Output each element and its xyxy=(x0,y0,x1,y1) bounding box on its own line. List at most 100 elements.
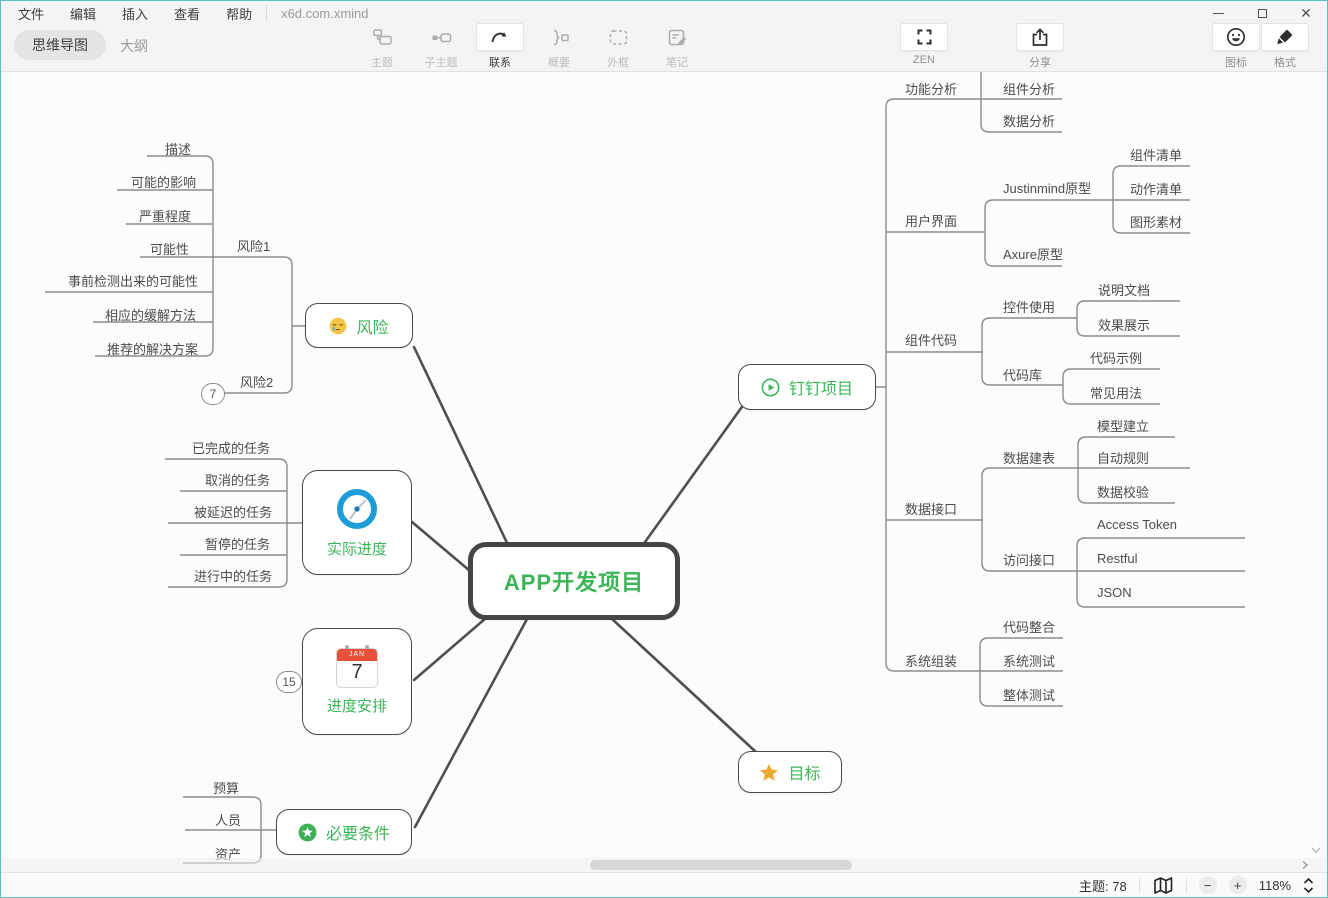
topic-risk-mitigation[interactable]: 相应的缓解方法 xyxy=(105,308,197,323)
topic-personnel[interactable]: 人员 xyxy=(215,813,242,828)
topic-risk-solution[interactable]: 推荐的解决方案 xyxy=(107,342,199,357)
topic-whole-test[interactable]: 整体测试 xyxy=(1003,688,1056,703)
horizontal-scrollbar-thumb[interactable] xyxy=(590,860,852,870)
topic-data-api[interactable]: 数据接口 xyxy=(905,502,958,517)
tab-mindmap-label: 思维导图 xyxy=(32,37,88,53)
scroll-right-arrow-icon[interactable] xyxy=(1300,860,1310,870)
topic-auto-rule[interactable]: 自动规则 xyxy=(1097,451,1150,466)
relationship-button[interactable] xyxy=(476,23,524,51)
window-controls: ✕ xyxy=(1196,0,1328,26)
topic-code-merge[interactable]: 代码整合 xyxy=(1003,620,1056,635)
topic-task-delayed[interactable]: 被延迟的任务 xyxy=(194,505,273,520)
topic-comp-code[interactable]: 组件代码 xyxy=(905,333,958,348)
collapse-badge-schedule[interactable]: 15 xyxy=(276,671,302,693)
summary-button[interactable] xyxy=(535,23,583,51)
topic-schedule-label: 进度安排 xyxy=(326,697,387,715)
topic-common-usage[interactable]: 常见用法 xyxy=(1090,386,1143,401)
menu-help[interactable]: 帮助 xyxy=(226,6,253,22)
topic-prerequisite-label: 必要条件 xyxy=(325,826,390,843)
status-bar: 主题: 78 − + 118% xyxy=(0,872,1328,897)
topic-goal[interactable]: 目标 xyxy=(738,751,842,793)
subtopic-button[interactable] xyxy=(417,23,465,51)
topic-data-check[interactable]: 数据校验 xyxy=(1097,485,1150,500)
topic-control-usage[interactable]: 控件使用 xyxy=(1003,300,1056,315)
calendar-month: JAN xyxy=(337,648,377,661)
topic-data-analysis[interactable]: 数据分析 xyxy=(1003,114,1056,129)
map-overview-icon[interactable] xyxy=(1152,876,1174,895)
badge-count: 15 xyxy=(282,675,296,689)
minimize-icon xyxy=(1212,12,1224,14)
topic-risk-desc[interactable]: 描述 xyxy=(165,142,192,157)
topic-risk2[interactable]: 风险2 xyxy=(240,375,274,390)
menu-file[interactable]: 文件 xyxy=(18,6,45,22)
close-button[interactable]: ✕ xyxy=(1284,0,1328,26)
zoom-in-button[interactable]: + xyxy=(1228,876,1247,894)
zoom-out-button[interactable]: − xyxy=(1198,876,1217,894)
topic-model-build[interactable]: 模型建立 xyxy=(1097,419,1150,434)
topic-task-cancelled[interactable]: 取消的任务 xyxy=(205,473,271,488)
menu-insert[interactable]: 插入 xyxy=(122,6,149,22)
topic-prerequisite[interactable]: 必要条件 xyxy=(276,809,412,855)
topic-effect-show[interactable]: 效果展示 xyxy=(1098,318,1151,333)
central-topic-label: APP开发项目 xyxy=(503,570,645,595)
zoom-level: 118% xyxy=(1258,877,1291,893)
tab-mindmap[interactable]: 思维导图 xyxy=(14,30,106,60)
topic-button[interactable] xyxy=(358,23,406,51)
topic-budget[interactable]: 预算 xyxy=(213,781,240,796)
menu-view[interactable]: 查看 xyxy=(174,6,201,22)
topic-risk-detectability[interactable]: 事前检测出来的可能性 xyxy=(68,274,199,289)
topic-func-analysis[interactable]: 功能分析 xyxy=(905,82,958,97)
horizontal-scrollbar[interactable] xyxy=(0,858,1328,872)
topic-risk[interactable]: 风险 xyxy=(305,303,413,348)
topic-task-ongoing[interactable]: 进行中的任务 xyxy=(194,569,273,584)
maximize-button[interactable] xyxy=(1240,0,1284,26)
topic-comp-analysis[interactable]: 组件分析 xyxy=(1003,82,1056,97)
topic-risk-severity[interactable]: 严重程度 xyxy=(139,209,192,224)
central-topic[interactable]: APP开发项目 xyxy=(468,542,680,620)
topic-code-lib[interactable]: 代码库 xyxy=(1003,368,1043,383)
topic-data-table[interactable]: 数据建表 xyxy=(1003,451,1056,466)
minimize-button[interactable] xyxy=(1196,0,1240,26)
marker-button[interactable] xyxy=(1212,23,1260,51)
share-button[interactable] xyxy=(1016,23,1064,51)
topic-task-paused[interactable]: 暂停的任务 xyxy=(205,537,271,552)
share-icon xyxy=(1032,27,1048,46)
topic-actual-progress[interactable]: 实际进度 xyxy=(302,470,412,575)
relationship-icon xyxy=(491,32,507,43)
topic-dingding[interactable]: 钉钉项目 xyxy=(738,364,876,410)
topic-task-done[interactable]: 已完成的任务 xyxy=(192,441,271,456)
topic-sys-assembly[interactable]: 系统组装 xyxy=(905,654,958,669)
topic-ui[interactable]: 用户界面 xyxy=(905,214,958,229)
tab-outline[interactable]: 大纲 xyxy=(120,36,148,56)
tab-outline-label: 大纲 xyxy=(120,38,148,54)
topic-risk1[interactable]: 风险1 xyxy=(237,239,271,254)
collapse-badge-risk2[interactable]: 7 xyxy=(201,383,225,405)
topic-axure[interactable]: Axure原型 xyxy=(1003,247,1063,262)
topic-risk-probability[interactable]: 可能性 xyxy=(150,242,190,257)
topic-comp-list[interactable]: 组件清单 xyxy=(1130,148,1183,163)
topic-access-token[interactable]: Access Token xyxy=(1097,517,1177,532)
topic-usage-doc[interactable]: 说明文档 xyxy=(1098,283,1151,298)
topic-action-list[interactable]: 动作清单 xyxy=(1130,182,1183,197)
topic-access-api[interactable]: 访问接口 xyxy=(1003,553,1056,568)
boundary-button[interactable] xyxy=(594,23,642,51)
summary-icon xyxy=(553,29,569,45)
topic-justinmind[interactable]: Justinmind原型 xyxy=(1003,181,1092,196)
format-button[interactable] xyxy=(1261,23,1309,51)
zen-button[interactable] xyxy=(900,23,948,51)
subtopic-button-label: 子主题 xyxy=(424,57,458,69)
topic-json[interactable]: JSON xyxy=(1097,585,1132,600)
topic-sys-test[interactable]: 系统测试 xyxy=(1003,654,1056,669)
menu-edit[interactable]: 编辑 xyxy=(70,6,97,22)
maximize-icon xyxy=(1257,8,1267,18)
topic-graphic-assets[interactable]: 图形素材 xyxy=(1130,215,1183,230)
topic-code-sample[interactable]: 代码示例 xyxy=(1090,351,1143,366)
topic-restful[interactable]: Restful xyxy=(1097,551,1138,566)
calendar-icon: JAN 7 xyxy=(336,644,378,688)
note-button[interactable] xyxy=(653,23,701,51)
topic-schedule[interactable]: JAN 7 进度安排 xyxy=(302,628,412,735)
zoom-stepper-icon[interactable] xyxy=(1303,877,1314,894)
scroll-down-arrow-icon[interactable] xyxy=(1310,845,1322,855)
smiley-icon xyxy=(1226,27,1246,47)
topic-risk-impact[interactable]: 可能的影响 xyxy=(131,175,197,190)
